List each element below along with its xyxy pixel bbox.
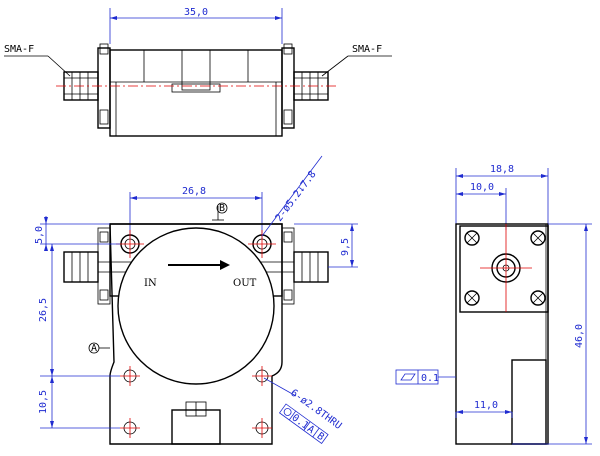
flatness-value: 0.1 — [421, 373, 439, 384]
top-offset-dimension: 5,0 — [34, 226, 45, 244]
position-tolerance-datums: A B — [305, 424, 326, 444]
front-view: 26,8 B — [34, 155, 358, 445]
hole-spacing-dimension: 26,8 — [182, 186, 206, 197]
height-dimension: 26,5 — [38, 298, 49, 322]
left-connector-label: SMA-F — [4, 44, 34, 55]
top-width-dimension: 35,0 — [184, 7, 208, 18]
side-height-dimension: 46,0 — [574, 324, 585, 348]
port-out-label: OUT — [233, 278, 257, 289]
datum-b-label: B — [219, 203, 225, 214]
center-dimension: 10,0 — [470, 182, 494, 193]
port-in-label: IN — [144, 278, 157, 289]
right-connector-label: SMA-F — [352, 44, 382, 55]
top-view: 35,0 SMA-F S — [4, 7, 392, 137]
right-dimension: 9,5 — [340, 238, 351, 256]
bottom-dimension: 10,5 — [38, 390, 49, 414]
flatness-frame: 0.1 — [395, 369, 456, 385]
mount-hole-callout: 2-ø5.2↓7.8 — [274, 169, 319, 224]
side-width-dimension: 18,8 — [490, 164, 514, 175]
side-view: 18,8 10,0 — [395, 164, 592, 445]
base-dimension: 11,0 — [474, 400, 498, 411]
datum-a-label: A — [91, 343, 97, 354]
corner-screws — [464, 230, 546, 306]
